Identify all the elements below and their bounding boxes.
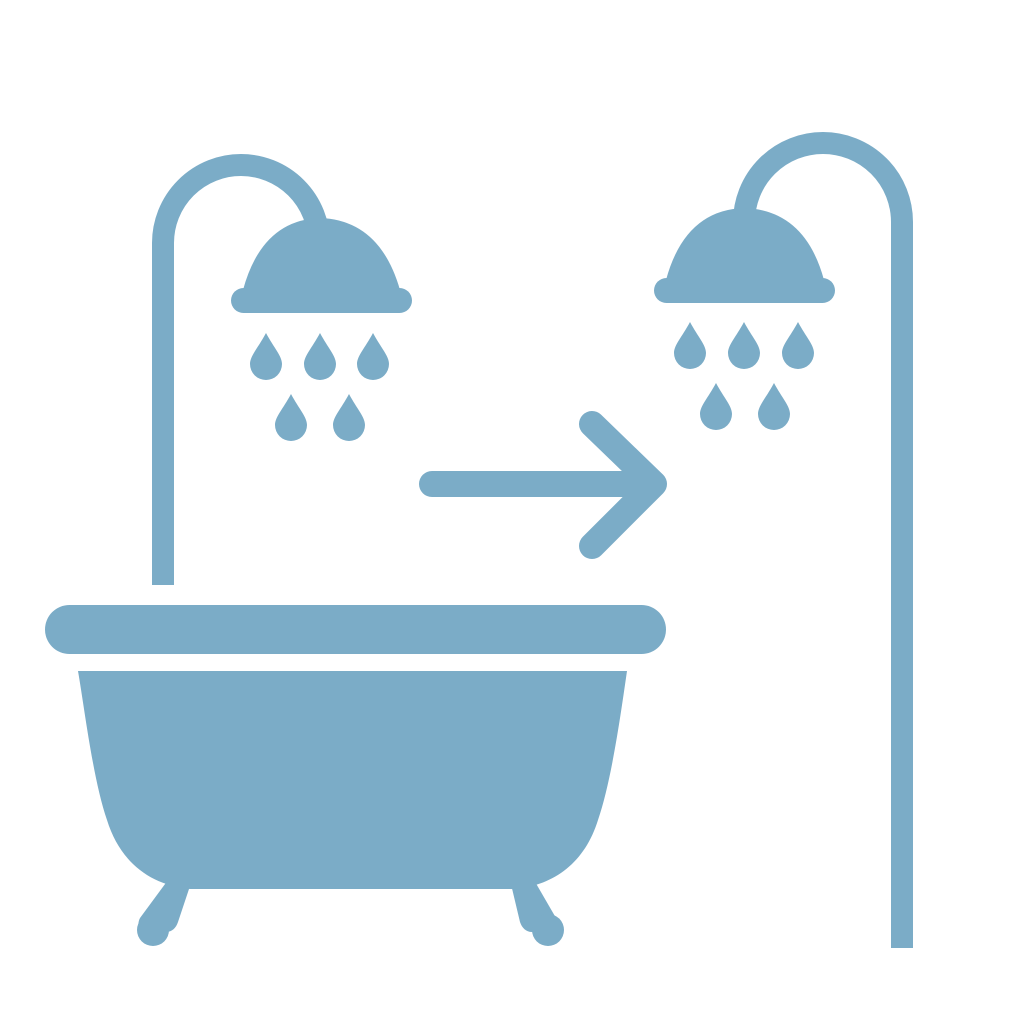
- water-drop-icon: [333, 394, 365, 441]
- bathtub-with-shower-icon: [45, 154, 666, 946]
- right-shower-head: [654, 208, 835, 303]
- left-shower-head: [231, 218, 412, 313]
- right-water-drops: [674, 322, 814, 430]
- water-drop-icon: [357, 333, 389, 380]
- standalone-shower-icon: [654, 132, 913, 948]
- right-shower-pipe: [733, 132, 913, 948]
- water-drop-icon: [674, 322, 706, 369]
- left-shower-pipe: [152, 154, 330, 585]
- water-drop-icon: [758, 383, 790, 430]
- water-drop-icon: [304, 333, 336, 380]
- bathtub-rim: [45, 605, 666, 654]
- water-drop-icon: [250, 333, 282, 380]
- left-water-drops: [250, 333, 389, 441]
- bathtub-body: [78, 671, 627, 889]
- arrow-right-icon: [419, 411, 667, 559]
- water-drop-icon: [728, 322, 760, 369]
- bathtub-feet: [137, 880, 564, 946]
- water-drop-icon: [275, 394, 307, 441]
- water-drop-icon: [782, 322, 814, 369]
- water-drop-icon: [700, 383, 732, 430]
